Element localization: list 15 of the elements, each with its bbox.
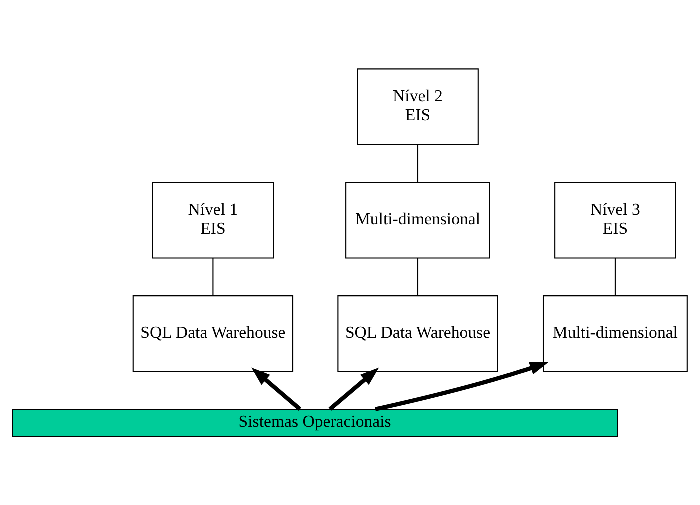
arrow [252, 367, 302, 410]
node-box: Sistemas Operacionais [12, 408, 618, 437]
connector [417, 258, 419, 296]
node-box: Multi-dimensional [346, 182, 490, 258]
arrow [328, 367, 380, 410]
node-box: Nível 2 EIS [357, 68, 479, 145]
connector [212, 258, 214, 296]
connector [417, 144, 419, 182]
node-box: SQL Data Warehouse [338, 295, 498, 372]
arrow [375, 362, 550, 412]
node-box: Nível 1 EIS [152, 182, 274, 258]
node-box: Multi-dimensional [543, 295, 688, 372]
node-box: SQL Data Warehouse [132, 295, 294, 372]
node-box: Nível 3 EIS [554, 182, 676, 258]
connector [614, 258, 616, 296]
